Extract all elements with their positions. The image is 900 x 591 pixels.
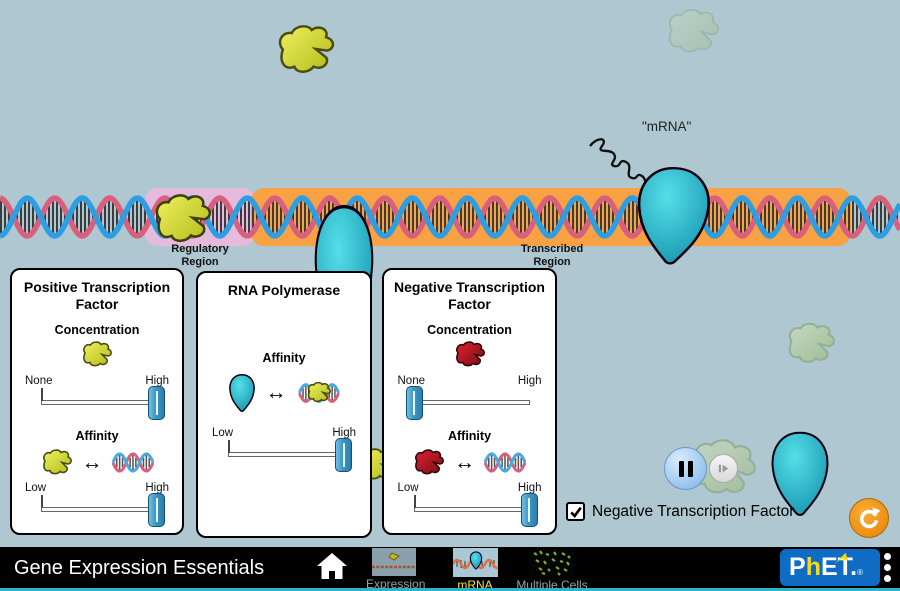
dna-strand-blue [0, 195, 900, 239]
concentration-slider-handle[interactable] [148, 385, 165, 420]
dna-strand [0, 188, 900, 246]
affinity-label: Affinity [75, 428, 119, 443]
mrna-strand [589, 138, 653, 198]
negative-factor-icon [415, 449, 444, 475]
step-forward-icon [718, 464, 729, 473]
double-arrow-icon: ↔ [265, 381, 287, 405]
slider-track[interactable] [405, 385, 530, 420]
double-arrow-icon: ↔ [81, 450, 103, 474]
home-button[interactable] [316, 551, 348, 581]
slider-track[interactable] [41, 385, 165, 420]
slider-max-label: High [517, 481, 542, 494]
tab-mrna[interactable]: mRNA [452, 547, 498, 591]
panel-title: RNA Polymerase [227, 282, 341, 298]
rna-polymerase-panel: RNA Polymerase Affinity ↔ Low High [196, 271, 372, 538]
affinity-label: Affinity [262, 350, 306, 365]
pause-icon [678, 460, 684, 477]
tab-expression[interactable]: Expression [366, 547, 426, 591]
dna-icon [112, 449, 154, 476]
concentration-slider: None High [23, 374, 171, 420]
negative-factor-icon [455, 340, 485, 367]
slider-tick [228, 439, 230, 453]
concentration-label: Concentration [54, 322, 140, 337]
slider-tick [41, 387, 43, 401]
slider-max-label: High [332, 426, 356, 439]
tab-label: Expression [366, 577, 426, 591]
slider-min-label: Low [25, 481, 47, 494]
affinity-slider: Low High [396, 481, 544, 527]
multiple-cells-thumbnail [529, 548, 575, 577]
menu-dot-icon [884, 553, 891, 560]
affinity-slider-handle[interactable] [335, 437, 352, 472]
affinity-slider-handle[interactable] [520, 492, 538, 527]
rna-polymerase-icon [228, 373, 255, 412]
tab-label: mRNA [457, 578, 493, 591]
concentration-slider: None High [396, 374, 544, 420]
regulatory-region-label: Regulatory Region [171, 243, 229, 268]
slider-tick [41, 494, 43, 508]
slider-tick [413, 494, 416, 508]
panel-title: Positive Transcription Factor [23, 279, 171, 312]
logo-dot: . [850, 553, 858, 581]
faint-transcription-factor-blob [788, 322, 835, 363]
mrna-label: "mRNA" [642, 119, 692, 134]
slider-track[interactable] [41, 492, 165, 527]
concentration-slider-handle[interactable] [405, 385, 423, 420]
pause-button[interactable] [664, 447, 707, 490]
affinity-slider: Low High [23, 481, 171, 527]
tab-label: Multiple Cells [516, 578, 588, 591]
step-forward-button[interactable] [709, 454, 738, 483]
dna-with-factor-icon [297, 381, 340, 403]
bottom-edge-strip [0, 588, 900, 591]
registered-mark: ® [857, 568, 864, 577]
checkbox-checked[interactable] [566, 502, 585, 521]
house-icon [317, 553, 347, 579]
logo-letter: P [789, 553, 806, 581]
expression-thumbnail [372, 548, 416, 576]
affinity-slider: Low High [210, 426, 358, 472]
slider-track[interactable] [413, 492, 538, 527]
navigation-bar: Gene Expression Essentials [0, 547, 900, 591]
positive-factor-icon [83, 340, 112, 367]
slider-min-label: None [397, 374, 426, 387]
phet-arrow-icon [833, 552, 848, 565]
slider-min-label: None [25, 374, 53, 387]
double-arrow-icon: ↔ [454, 450, 475, 474]
positive-transcription-factor-molecule[interactable] [272, 21, 341, 77]
positive-transcription-factor-panel: Positive Transcription Factor Concentrat… [10, 268, 184, 535]
mrna-thumbnail [452, 548, 498, 577]
sim-title: Gene Expression Essentials [14, 557, 265, 579]
checkbox-label: Negative Transcription Factor [592, 502, 795, 520]
positive-factor-on-regulatory-region[interactable] [149, 189, 217, 246]
reset-button[interactable] [849, 498, 889, 538]
menu-dot-icon [884, 564, 891, 571]
concentration-label: Concentration [427, 322, 512, 337]
affinity-label: Affinity [447, 428, 492, 443]
slider-max-label: High [145, 374, 169, 387]
transcribing-rna-polymerase[interactable] [627, 162, 720, 270]
transcribed-region-label: Transcribed Region [520, 243, 584, 268]
negative-transcription-factor-panel: Negative Transcription Factor Concentrat… [382, 268, 557, 535]
menu-dot-icon [884, 575, 891, 582]
tab-multiple-cells[interactable]: Multiple Cells [512, 547, 592, 591]
panel-title: Negative Transcription Factor [394, 279, 545, 312]
negative-tf-checkbox-row[interactable]: Negative Transcription Factor [566, 502, 794, 521]
slider-min-label: Low [212, 426, 234, 439]
slider-min-label: Low [397, 481, 419, 494]
positive-factor-icon [42, 449, 72, 475]
slider-track[interactable] [228, 437, 352, 472]
dna-icon [484, 449, 526, 476]
affinity-slider-handle[interactable] [148, 492, 165, 527]
slider-max-label: High [517, 374, 542, 387]
circular-arrow-icon [859, 507, 881, 529]
check-icon [569, 506, 582, 518]
phet-menu-button[interactable] [884, 553, 891, 582]
faint-transcription-factor-blob [668, 9, 719, 53]
slider-max-label: High [145, 481, 169, 494]
logo-letter: h [806, 552, 848, 581]
